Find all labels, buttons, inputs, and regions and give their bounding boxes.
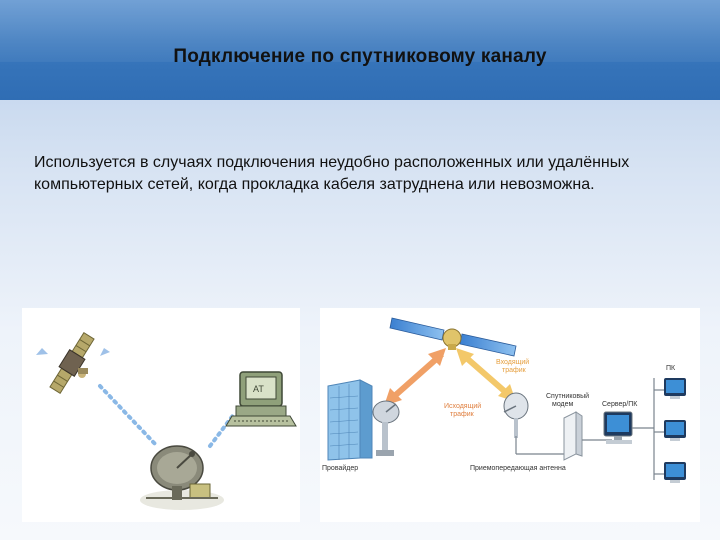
computer-icon: AT: [226, 372, 296, 426]
satellite-dish-icon: [140, 446, 224, 510]
satellite-link-illustration: AT: [22, 308, 300, 522]
modem-label-line1: Спутниковый: [546, 392, 589, 400]
incoming-traffic-label-line1: Входящий: [496, 358, 529, 366]
antenna-label: Приемопередающая антенна: [470, 465, 566, 472]
pc-label: ПК: [666, 365, 676, 372]
outgoing-traffic-label-line1: Исходящий: [444, 402, 481, 410]
server-pc-icon: [604, 412, 632, 444]
provider-label: Провайдер: [322, 464, 358, 472]
satellite-network-diagram: Входящий трафик Исходящий трафик П: [320, 308, 700, 522]
client-pc-2-icon: [654, 420, 686, 441]
outgoing-traffic-label-line2: трафик: [450, 411, 475, 418]
client-pc-3-icon: [654, 462, 686, 483]
incoming-traffic-arrow: [456, 348, 516, 402]
outgoing-traffic-arrow: [384, 348, 446, 406]
uplink-dotted-path: [100, 386, 157, 446]
client-pc-1-icon: [654, 378, 686, 399]
modem-label-line2: модем: [552, 401, 574, 408]
svg-text:AT: AT: [253, 384, 264, 394]
satellite-modem-icon: [564, 412, 582, 460]
satellite-icon: [390, 318, 516, 356]
server-pc-label: Сервер/ПК: [602, 401, 638, 408]
provider-dish-icon: [373, 401, 399, 456]
slide-body-text: Используется в случаях подключения неудо…: [34, 152, 684, 196]
incoming-traffic-label-line2: трафик: [502, 367, 527, 374]
provider-building-icon: [328, 380, 372, 460]
slide-title: Подключение по спутниковому каналу: [0, 46, 720, 68]
client-dish-icon: [504, 393, 528, 438]
